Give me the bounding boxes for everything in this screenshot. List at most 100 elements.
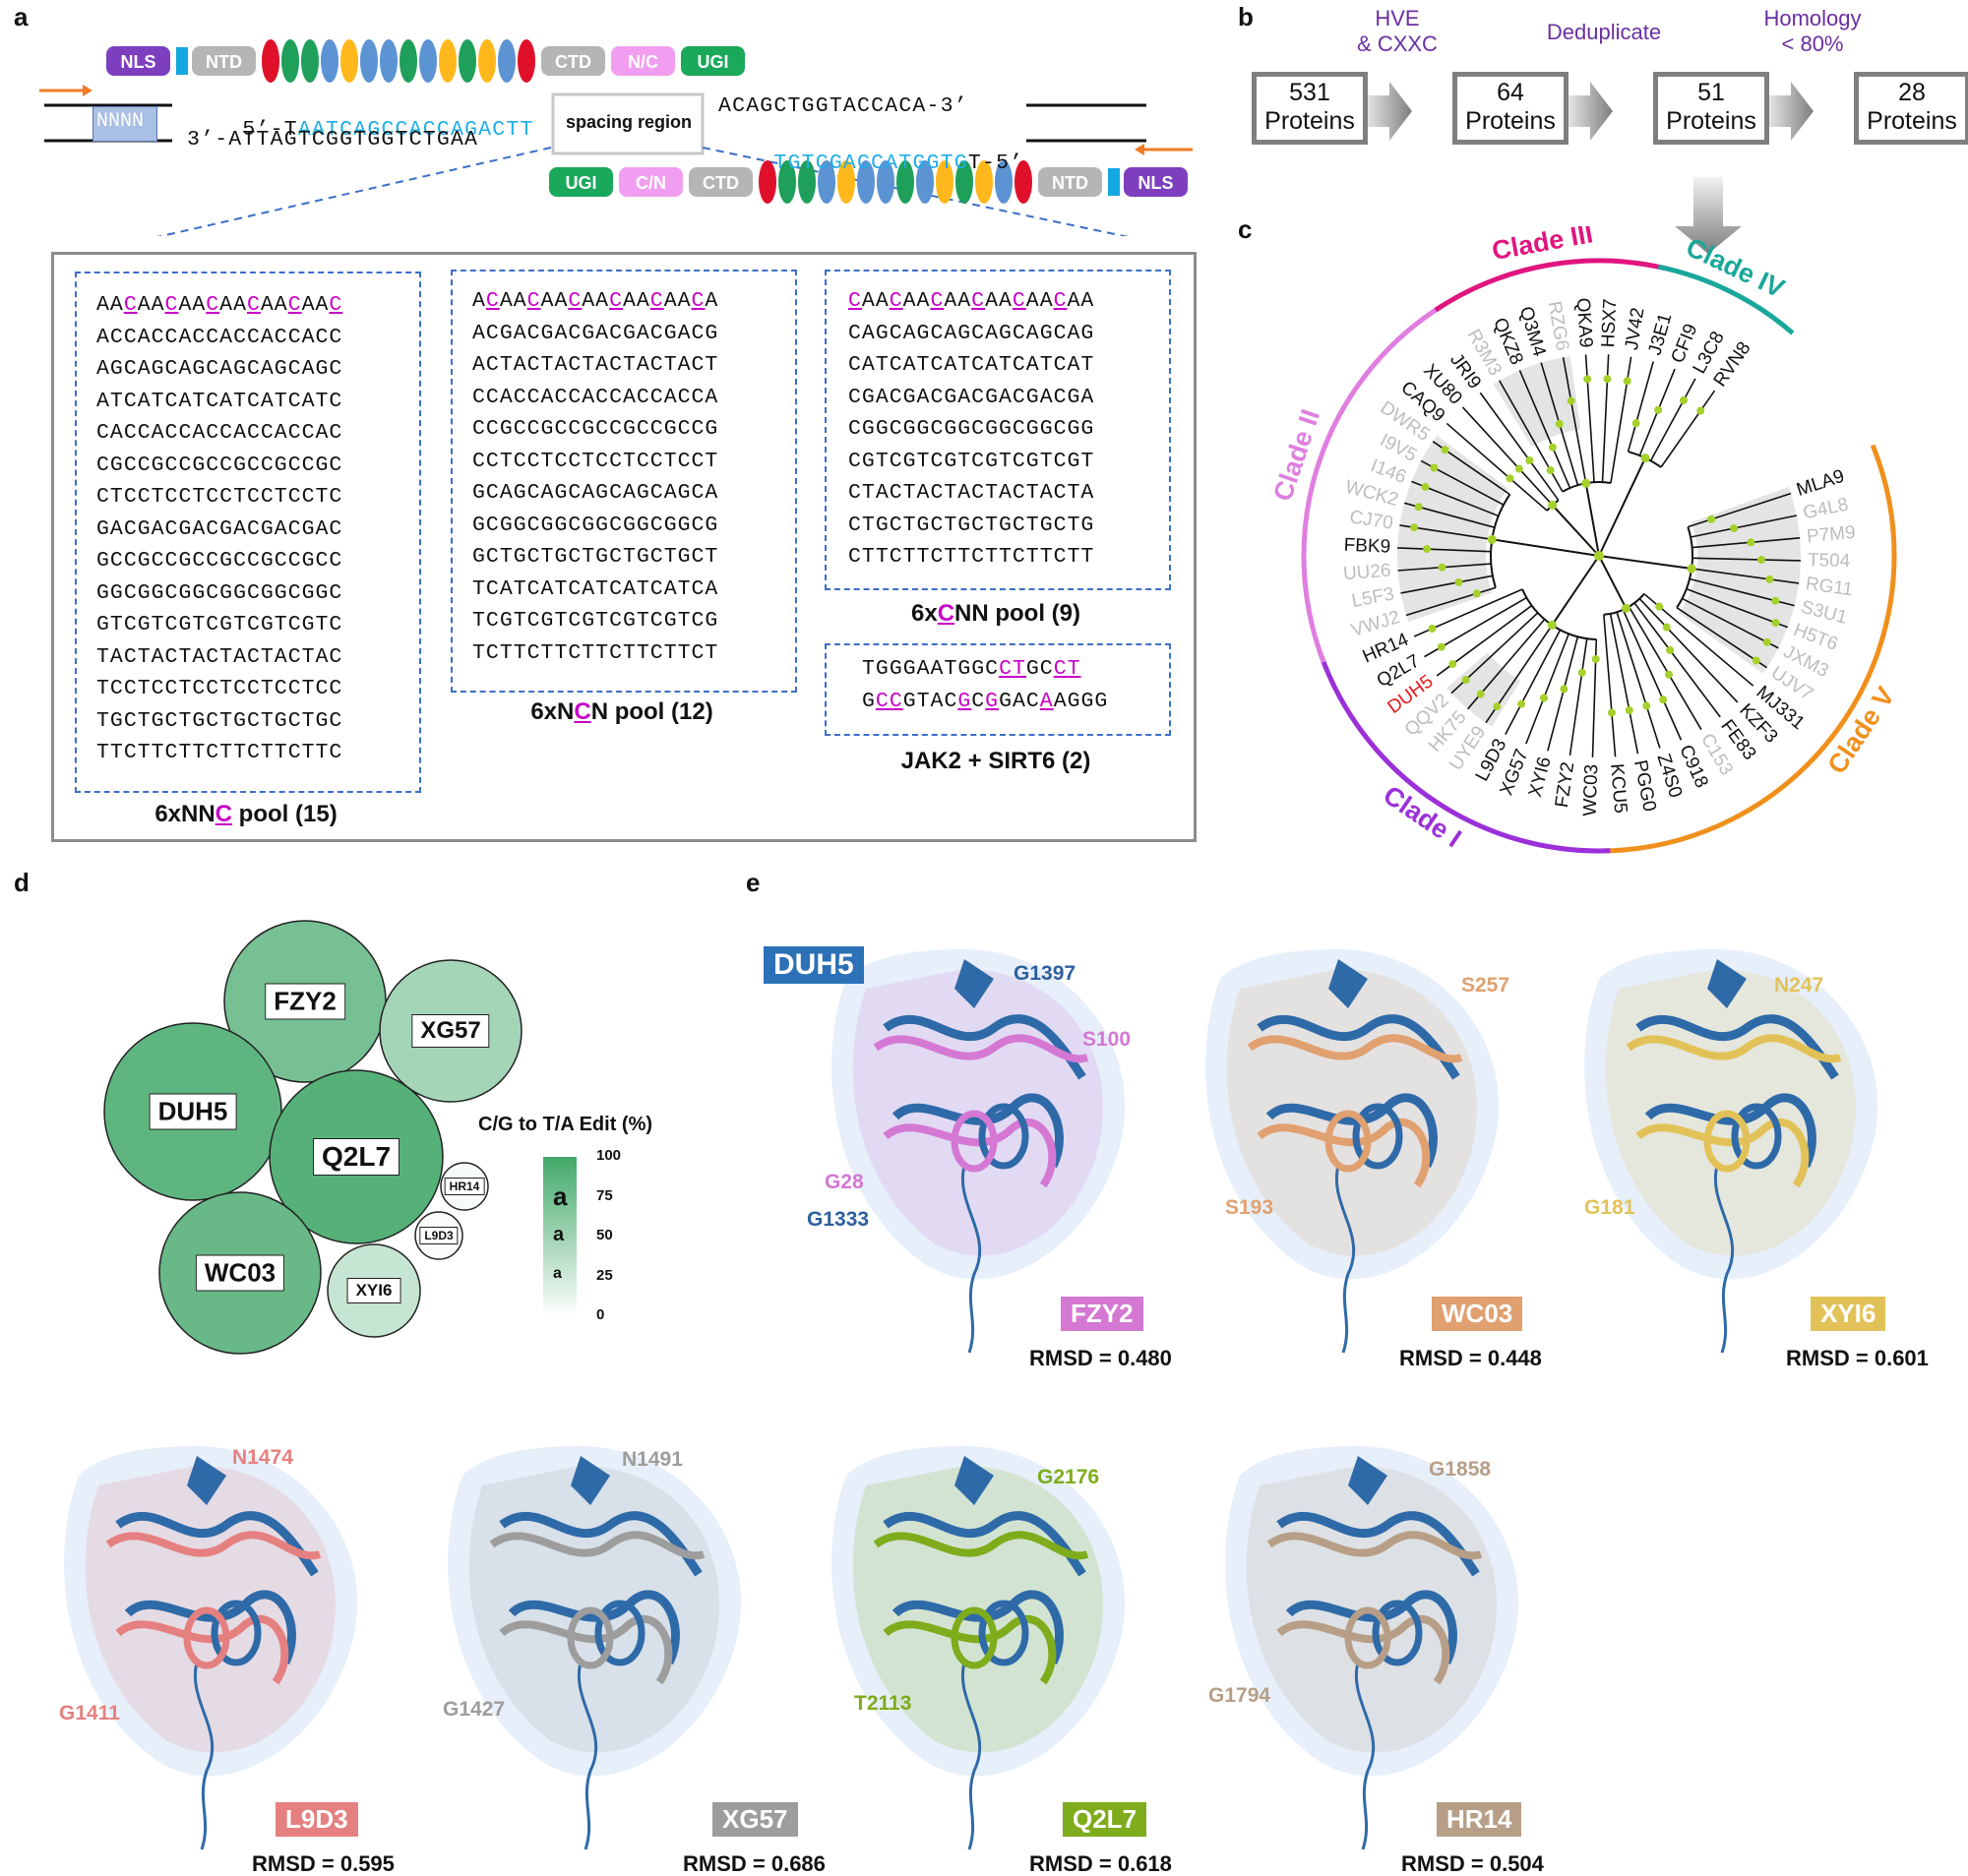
tree-leaf-branch bbox=[1643, 593, 1754, 687]
domain-label: N/C bbox=[628, 52, 658, 72]
repeat-oval bbox=[975, 160, 993, 204]
pool-sequence-line: CGTCGTCGTCGTCGTCGT bbox=[848, 449, 1095, 473]
rmsd-label-q2l7: RMSD = 0.618 bbox=[1029, 1851, 1172, 1876]
tree-node bbox=[1752, 656, 1760, 665]
pool-sequence-line: GGCGGCGGCGGCGGCGGC bbox=[96, 580, 343, 605]
panel-d-letter: d bbox=[14, 868, 30, 897]
pool-sequence-line: TGCTGCTGCTGCTGCTGC bbox=[96, 708, 343, 733]
funnel-arrow-3 bbox=[1763, 82, 1814, 141]
seq-right-suffix: T-5’ bbox=[967, 151, 1024, 175]
variant-helix bbox=[183, 1606, 230, 1669]
pool-nnc-title: 6xNNC pool (15) bbox=[75, 801, 417, 828]
repeat-oval bbox=[262, 39, 279, 83]
structure-tag-xyi6: XYI6 bbox=[1811, 1297, 1886, 1331]
pool-sequence-line: CACCACCACCACCACCAC bbox=[96, 421, 343, 445]
tree-node bbox=[1472, 589, 1481, 598]
reference-helix bbox=[594, 1600, 646, 1666]
legend-title: C/G to T/A Edit (%) bbox=[478, 1114, 653, 1135]
residue-label: S100 bbox=[1082, 1028, 1132, 1051]
tree-node bbox=[1506, 474, 1514, 483]
tree-leaf-branch bbox=[1691, 537, 1801, 549]
tree-leaf-branch bbox=[1405, 586, 1497, 617]
tree-node bbox=[1581, 478, 1591, 488]
tree-leaf-branch bbox=[1691, 557, 1801, 562]
pool-ncn-title-c: C bbox=[574, 698, 591, 725]
seq-top-blue: AATCAGCCACCAGACTT bbox=[297, 118, 534, 142]
reference-tail bbox=[193, 1662, 215, 1850]
pool-sequence-line: GCTGCTGCTGCTGCTGCT bbox=[472, 545, 719, 569]
rmsd-label-fzy2: RMSD = 0.480 bbox=[1029, 1346, 1172, 1370]
tree-node bbox=[1687, 564, 1696, 574]
pool-sequence-line: AACAACAACAACAACAAC bbox=[96, 293, 343, 317]
tree-down-arrow bbox=[1675, 177, 1742, 254]
variant-ribbon bbox=[1635, 1119, 1810, 1188]
variant-helix bbox=[951, 1606, 998, 1669]
repeat-oval bbox=[955, 160, 973, 204]
repeat-oval bbox=[877, 160, 894, 204]
pool-sequence-line: CTACTACTACTACTACTA bbox=[848, 481, 1095, 505]
tree-branch bbox=[1492, 538, 1600, 557]
tree-node bbox=[1707, 514, 1716, 523]
variant-ribbon bbox=[1266, 1531, 1483, 1560]
funnel-arrow-2 bbox=[1563, 82, 1613, 141]
tree-node bbox=[1771, 619, 1780, 628]
pool-nnc-title-c: C bbox=[215, 801, 233, 827]
tree-node bbox=[1410, 523, 1419, 532]
domain-ntd-box bbox=[1038, 167, 1102, 197]
tree-leaf-branch bbox=[1633, 602, 1721, 718]
repeat-oval bbox=[321, 39, 338, 83]
tree-node bbox=[1547, 620, 1557, 630]
clade-arc bbox=[1657, 264, 1795, 335]
tree-node bbox=[1591, 654, 1600, 663]
repeat-oval bbox=[818, 160, 835, 204]
legend-size-glyph: a bbox=[553, 1181, 568, 1211]
funnel-count: 51 bbox=[1697, 79, 1725, 106]
bubble-label-l9d3: L9D3 bbox=[419, 1227, 459, 1244]
residue-label: G1427 bbox=[443, 1698, 506, 1721]
panel-b-letter: b bbox=[1238, 2, 1254, 31]
pool-box-jak bbox=[825, 643, 1171, 736]
domain-ugi-box bbox=[681, 46, 745, 76]
tree-node bbox=[1696, 406, 1705, 415]
reference-ribbon bbox=[883, 1511, 1086, 1577]
pool-container bbox=[51, 252, 1197, 842]
reference-ribbon bbox=[115, 1511, 319, 1577]
tree-node bbox=[1437, 642, 1445, 651]
filter-label-dedup: Deduplicate bbox=[1546, 20, 1662, 44]
panel-a-letter: a bbox=[14, 2, 29, 31]
bubble-label-hr14: HR14 bbox=[444, 1178, 485, 1195]
tree-node bbox=[1642, 701, 1651, 710]
pool-sequence-line: ACCACCACCACCACCACC bbox=[96, 325, 343, 349]
repeat-oval bbox=[478, 39, 496, 83]
rmsd-label-xg57: RMSD = 0.686 bbox=[683, 1851, 826, 1876]
variant-ribbon bbox=[105, 1531, 322, 1560]
funnel-arrows bbox=[1362, 82, 1814, 141]
funnel-count: 531 bbox=[1289, 79, 1330, 106]
pool-sequence-line: TGGGAATGGCCTGCCT bbox=[862, 657, 1081, 681]
tree-node bbox=[1555, 419, 1564, 428]
reference-ribbon bbox=[1276, 1511, 1480, 1577]
reference-residue-label: G1333 bbox=[807, 1208, 870, 1231]
variant-ribbon bbox=[1247, 1034, 1463, 1063]
tree-node bbox=[1546, 466, 1555, 475]
repeat-oval bbox=[400, 39, 417, 83]
structure-q2l7 bbox=[831, 1446, 1126, 1850]
repeat-oval bbox=[498, 39, 516, 83]
tree-node bbox=[1577, 668, 1586, 677]
variant-ribbon bbox=[489, 1531, 706, 1560]
random-nnnn-box bbox=[92, 106, 157, 142]
tree-node bbox=[1765, 575, 1774, 583]
tree-leaf-branch bbox=[1568, 637, 1588, 756]
domain-cn-box bbox=[619, 167, 683, 197]
reference-helix bbox=[978, 1600, 1029, 1666]
tree-leaf-branch bbox=[1638, 598, 1739, 703]
structure-tag-l9d3: L9D3 bbox=[276, 1802, 358, 1837]
tree-leaf-label: KCU5 bbox=[1606, 762, 1630, 814]
tree-node bbox=[1623, 377, 1631, 386]
spacing-region-box bbox=[551, 92, 705, 155]
pool-sequence-line: CTCCTCCTCCTCCTCCTC bbox=[96, 485, 343, 509]
reference-tail bbox=[960, 1165, 982, 1354]
tree-node bbox=[1428, 625, 1437, 634]
